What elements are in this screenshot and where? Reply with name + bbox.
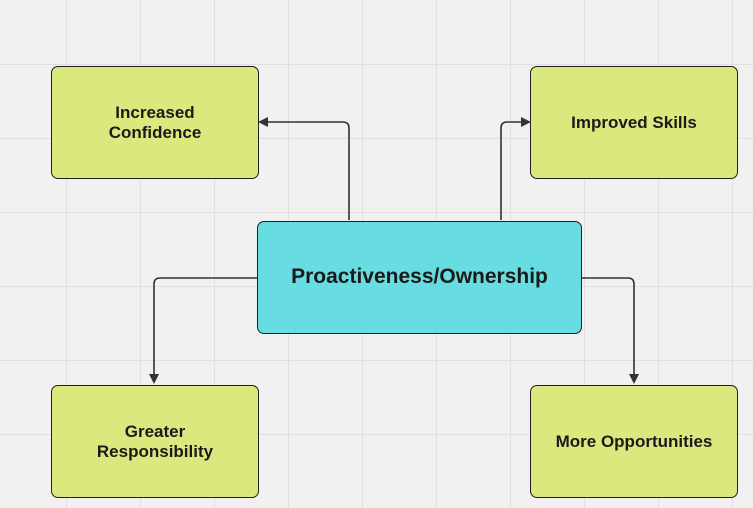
node-proactiveness-ownership-label: Proactiveness/Ownership [291, 265, 548, 289]
edge-center-to-confidence [258, 117, 350, 220]
node-increased-confidence-label: Increased Confidence [108, 102, 202, 142]
node-improved-skills-label: Improved Skills [571, 112, 697, 132]
edge-center-to-opportunities [582, 277, 639, 384]
node-greater-responsibility-label: Greater Responsibility [96, 421, 214, 461]
edge-center-to-skills [500, 117, 531, 220]
node-more-opportunities[interactable]: More Opportunities [530, 385, 738, 498]
edge-center-to-responsibility [149, 277, 257, 384]
node-greater-responsibility[interactable]: Greater Responsibility [51, 385, 259, 498]
node-improved-skills[interactable]: Improved Skills [530, 66, 738, 179]
node-increased-confidence[interactable]: Increased Confidence [51, 66, 259, 179]
node-proactiveness-ownership[interactable]: Proactiveness/Ownership [257, 221, 582, 334]
node-more-opportunities-label: More Opportunities [555, 431, 713, 451]
